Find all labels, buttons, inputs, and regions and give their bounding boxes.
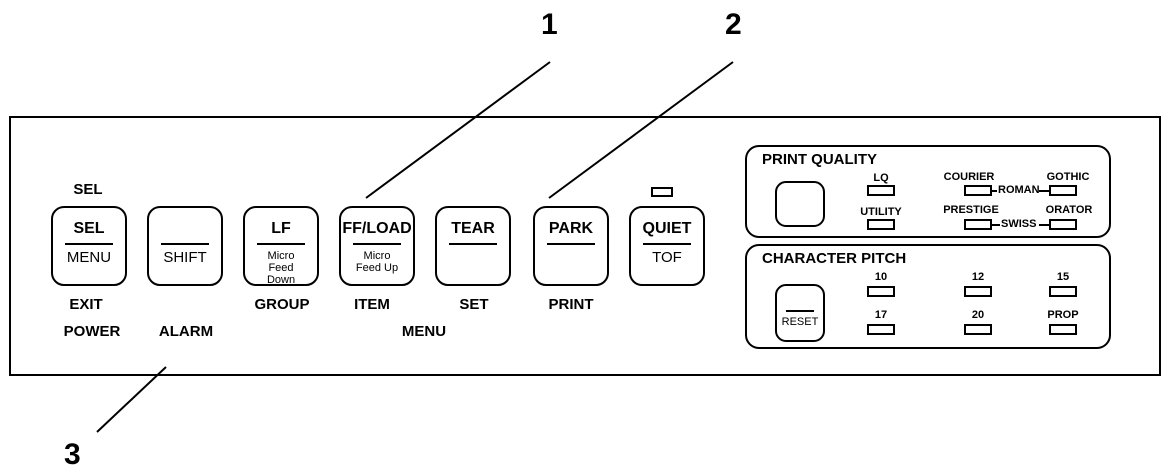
pitch-15-indicator <box>1049 286 1077 297</box>
orator-label: ORATOR <box>1045 204 1093 216</box>
pitch-15-label: 15 <box>1056 271 1070 283</box>
swiss-label: SWISS <box>1001 218 1037 230</box>
callout-2: 2 <box>725 8 742 41</box>
item-label: ITEM <box>354 296 390 313</box>
callout-1: 1 <box>541 8 558 41</box>
ff-load-button-label: FF/LOAD <box>342 220 412 237</box>
quiet-button-sublabel: TOF <box>652 249 682 266</box>
utility-label: UTILITY <box>860 206 902 218</box>
pitch-17-label: 17 <box>874 309 888 321</box>
quiet-indicator <box>651 187 673 197</box>
lf-button[interactable]: LF Micro Feed Down <box>243 206 319 286</box>
pitch-10-indicator <box>867 286 895 297</box>
character-pitch-panel: CHARACTER PITCH RESET 10 12 15 17 20 PRO… <box>745 244 1111 349</box>
quiet-button-label: QUIET <box>642 220 692 237</box>
prop-label: PROP <box>1047 309 1079 321</box>
lf-button-sublabel: Micro Feed Down <box>266 250 296 286</box>
prop-indicator <box>1049 324 1077 335</box>
set-label: SET <box>459 296 489 313</box>
leader-line-2 <box>548 61 734 199</box>
button-divider <box>161 243 209 245</box>
power-label: POWER <box>63 323 121 340</box>
button-divider <box>65 243 113 245</box>
courier-label: COURIER <box>943 171 995 183</box>
button-divider <box>257 243 305 245</box>
control-panel <box>9 116 1161 376</box>
tear-button-label: TEAR <box>451 220 495 237</box>
callout-3: 3 <box>64 438 81 471</box>
tear-button[interactable]: TEAR <box>435 206 511 286</box>
button-divider <box>353 243 401 245</box>
reset-button-label: RESET <box>781 316 819 328</box>
orator-indicator <box>1049 219 1077 230</box>
print-quality-button[interactable] <box>775 181 825 227</box>
prestige-indicator <box>964 219 992 230</box>
swiss-connector-left <box>992 224 1000 226</box>
park-button[interactable]: PARK <box>533 206 609 286</box>
prestige-label: PRESTIGE <box>943 204 999 216</box>
roman-connector-right <box>1039 190 1049 192</box>
courier-indicator <box>964 185 992 196</box>
group-label: GROUP <box>254 296 310 313</box>
ff-load-button[interactable]: FF/LOAD Micro Feed Up <box>339 206 415 286</box>
button-divider <box>547 243 595 245</box>
quiet-button[interactable]: QUIET TOF <box>629 206 705 286</box>
gothic-label: GOTHIC <box>1046 171 1090 183</box>
pitch-17-indicator <box>867 324 895 335</box>
alarm-label: ALARM <box>158 323 214 340</box>
shift-button[interactable]: SHIFT <box>147 206 223 286</box>
reset-button[interactable]: RESET <box>775 284 825 342</box>
button-divider <box>449 243 497 245</box>
print-quality-panel: PRINT QUALITY LQ UTILITY COURIER ROMAN G… <box>745 145 1111 238</box>
park-button-label: PARK <box>548 220 594 237</box>
roman-connector-left <box>992 190 997 192</box>
print-quality-title: PRINT QUALITY <box>762 151 877 168</box>
lf-button-label: LF <box>271 220 291 237</box>
lq-indicator <box>867 185 895 196</box>
shift-button-sublabel: SHIFT <box>163 249 207 266</box>
utility-indicator <box>867 219 895 230</box>
button-divider <box>643 243 691 245</box>
pitch-12-indicator <box>964 286 992 297</box>
character-pitch-title: CHARACTER PITCH <box>762 250 907 267</box>
roman-label: ROMAN <box>998 184 1040 196</box>
sel-indicator-label: SEL <box>73 181 103 198</box>
leader-line-3 <box>96 366 167 433</box>
sel-button-label: SEL <box>73 220 105 237</box>
ff-load-button-sublabel: Micro Feed Up <box>355 250 399 274</box>
lq-label: LQ <box>873 172 889 184</box>
pitch-12-label: 12 <box>971 271 985 283</box>
leader-line-1 <box>365 61 551 199</box>
pitch-20-label: 20 <box>971 309 985 321</box>
pitch-20-indicator <box>964 324 992 335</box>
pitch-10-label: 10 <box>874 271 888 283</box>
print-label: PRINT <box>548 296 594 313</box>
sel-button-sublabel: MENU <box>66 249 112 266</box>
sel-button[interactable]: SEL MENU <box>51 206 127 286</box>
exit-label: EXIT <box>69 296 103 313</box>
menu-label: MENU <box>401 323 447 340</box>
reset-button-divider <box>786 310 814 312</box>
swiss-connector-right <box>1039 224 1049 226</box>
gothic-indicator <box>1049 185 1077 196</box>
